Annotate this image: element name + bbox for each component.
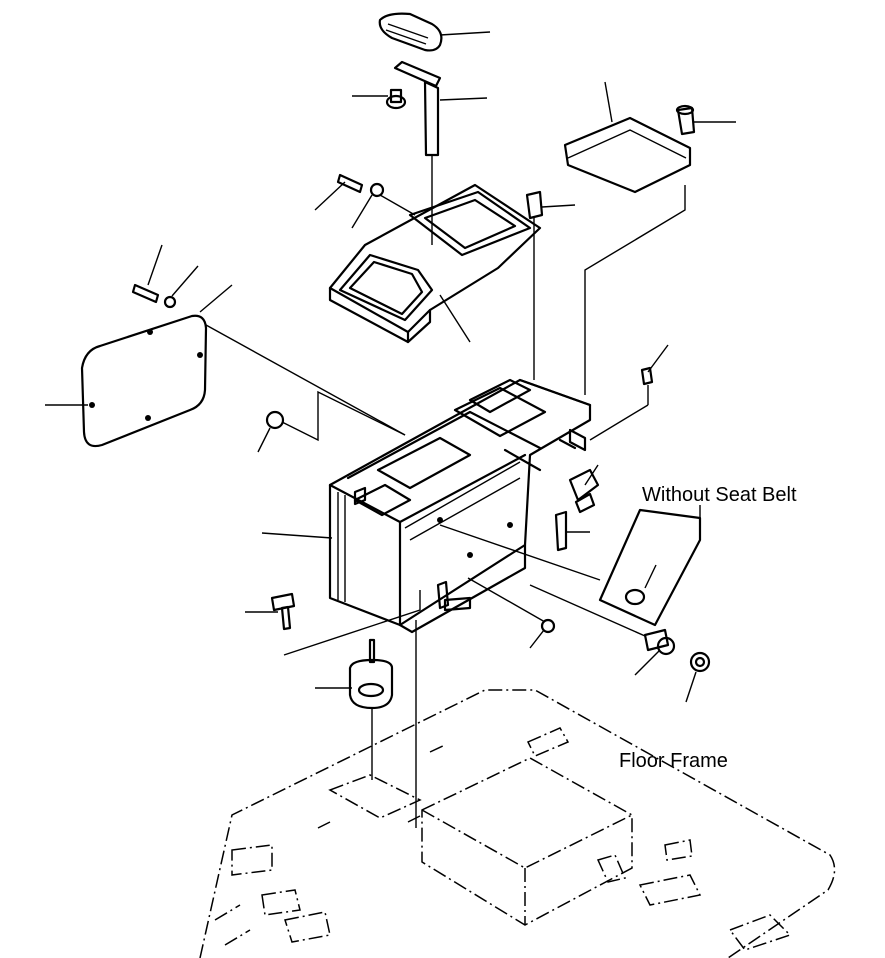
upper-cover <box>328 183 542 344</box>
screw-pair-upper <box>314 173 416 229</box>
bolt-right-upper <box>525 190 576 380</box>
small-bolt-right <box>589 344 669 441</box>
screw-pair-left <box>131 244 199 309</box>
bolt <box>352 88 407 110</box>
grip-part <box>378 12 491 52</box>
bolt-and-washer-right <box>529 584 711 703</box>
top-right-cover <box>563 81 692 395</box>
lower-bolt-center <box>415 580 472 828</box>
floor-frame-label: Floor Frame <box>619 750 728 772</box>
bolt-top-right <box>675 104 736 136</box>
lower-bolt-left <box>245 590 421 656</box>
grommet-left <box>257 390 406 453</box>
main-console <box>261 378 601 634</box>
seat-belt-bracket <box>554 464 600 552</box>
floor-frame <box>199 689 836 958</box>
without-seat-belt-cover <box>598 505 702 627</box>
lever-rod <box>393 60 488 245</box>
without-seat-belt-label: Without Seat Belt <box>642 484 797 506</box>
damper-mount <box>315 638 394 780</box>
left-side-panel <box>45 284 406 448</box>
small-nut-center <box>467 577 556 649</box>
